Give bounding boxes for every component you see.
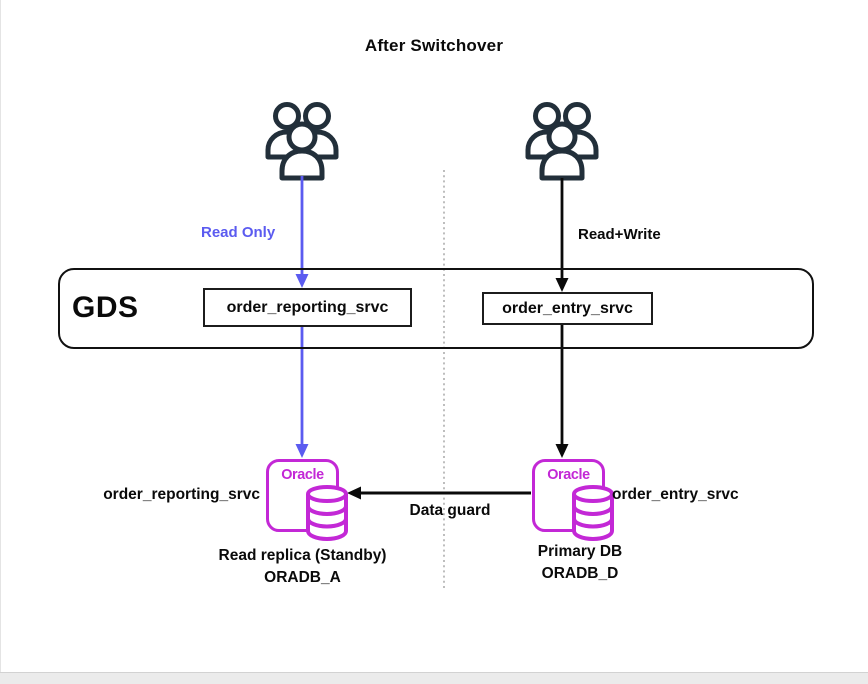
canvas-left-edge [0, 0, 1, 673]
standby-db-caption: Read replica (Standby) ORADB_A [180, 545, 425, 589]
standby-db-caption-line2: ORADB_A [264, 569, 341, 586]
canvas-bottom-strip [0, 672, 868, 684]
data-guard-label: Data guard [409, 502, 491, 519]
primary-db-node: Oracle [532, 459, 614, 541]
gds-container-box [58, 268, 814, 349]
diagram-title: After Switchover [364, 36, 504, 55]
database-cylinder-icon [572, 485, 614, 541]
primary-db-caption-line2: ORADB_D [541, 565, 619, 582]
oracle-logo-text: Oracle [547, 466, 590, 483]
read-only-label: Read Only [201, 224, 276, 241]
primary-db-caption: Primary DB ORADB_D [495, 541, 665, 585]
standby-db-caption-line1: Read replica (Standby) [218, 547, 387, 564]
gds-service-order-entry: order_entry_srvc [482, 292, 653, 325]
users-group-icon [525, 102, 599, 181]
read-write-label: Read+Write [578, 226, 661, 243]
oracle-logo-text: Oracle [281, 466, 324, 483]
standby-db-node: Oracle [266, 459, 348, 541]
primary-db-caption-line1: Primary DB [537, 543, 623, 560]
gds-service-order-reporting: order_reporting_srvc [203, 288, 412, 327]
gds-label: GDS [72, 291, 139, 324]
users-group-icon [265, 102, 339, 181]
db-service-label-reporting: order_reporting_srvc [103, 486, 260, 503]
db-service-label-entry: order_entry_srvc [612, 486, 739, 503]
database-cylinder-icon [306, 485, 348, 541]
